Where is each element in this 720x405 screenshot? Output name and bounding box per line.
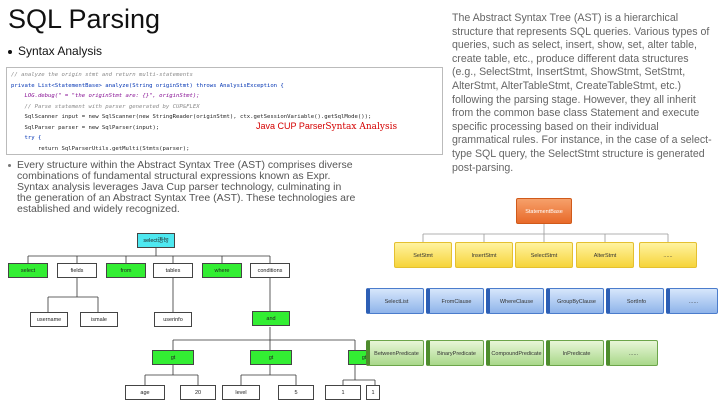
ast-leaf-1: 1 [366, 385, 380, 400]
class-node-alterstmt: AlterStmt [576, 242, 634, 268]
ast-node-username: username [30, 312, 68, 327]
class-node-selectstmt: SelectStmt [515, 242, 573, 268]
section-heading: Syntax Analysis [8, 44, 102, 58]
class-node-ellipsis: ...... [639, 242, 697, 268]
code-line-5: SqlScanner input = new SqlScanner(new St… [11, 114, 372, 120]
ast-leaf-1: 1 [325, 385, 361, 400]
class-node-setstmt: SetStmt [394, 242, 452, 268]
class-node-betweenpredicate: BetweenPredicate [366, 340, 424, 366]
ast-node-gt: gt [152, 350, 194, 365]
code-line-3: LOG.debug(" = "the originStmt are: {}", … [11, 93, 200, 99]
ast-node-ismale: ismale [80, 312, 118, 327]
ast-node-conditions: conditions [250, 263, 290, 278]
class-node-compoundpredicate: CompoundPredicate [486, 340, 544, 366]
class-node-fromclause: FromClause [426, 288, 484, 314]
ast-tree-connectors [27, 248, 376, 385]
ast-node-where: where [202, 263, 242, 278]
ast-node-and: and [252, 311, 290, 326]
ast-leaf-level: level [222, 385, 260, 400]
ast-root-node: select语句 [137, 233, 175, 248]
code-line-4: // Parse statement with parser generated… [11, 103, 200, 110]
class-node-insertstmt: InsertStmt [455, 242, 513, 268]
ast-node-userinfo: userinfo [154, 312, 192, 327]
slide-title: SQL Parsing [8, 4, 161, 34]
class-hierarchy-diagram: StatementBase SetStmt InsertStmt SelectS… [366, 190, 720, 405]
class-node-sortinfo: SortInfo [606, 288, 664, 314]
class-node-whereclause: WhereClause [486, 288, 544, 314]
ast-leaf-20: 20 [180, 385, 216, 400]
ast-node-select: select [8, 263, 48, 278]
bullet-icon [8, 49, 12, 54]
section-heading-label: Syntax Analysis [18, 44, 103, 58]
class-node-inpredicate: InPredicate [546, 340, 604, 366]
code-annotation: Java CUP ParserSyntax Analysis [256, 121, 397, 132]
class-node-statementbase: StatementBase [516, 198, 572, 224]
code-annotation-syntax: Syntax Analysis [325, 122, 398, 132]
code-annotation-parser: Java CUP Parser [256, 121, 326, 131]
code-line-1: // analyze the origin stmt and return mu… [11, 72, 193, 78]
ast-node-fields: fields [57, 263, 97, 278]
code-line-6: SqlParser parser = new SqlParser(input); [11, 124, 160, 131]
ast-leaf-age: age [125, 385, 165, 400]
code-block: // analyze the origin stmt and return mu… [6, 67, 443, 155]
class-hierarchy-connectors [422, 224, 669, 242]
ast-node-tables: tables [153, 263, 193, 278]
ast-explanation: The Abstract Syntax Tree (AST) is a hier… [452, 12, 712, 174]
description-text: Every structure within the Abstract Synt… [17, 159, 356, 215]
class-node-selectlist: SelectList [366, 288, 424, 314]
ast-leaf-5: 5 [278, 385, 314, 400]
class-node-binarypredicate: BinaryPredicate [426, 340, 484, 366]
code-line-7: try { [11, 135, 42, 141]
ast-node-from: from [106, 263, 146, 278]
code-line-8: return SqlParserUtils.getMulti(Stmts(par… [11, 145, 190, 152]
class-node-groupbyclause: GroupByClause [546, 288, 604, 314]
ast-tree-diagram: select语句 select fields from tables where… [0, 220, 380, 405]
class-node-ellipsis: ...... [606, 340, 658, 366]
description-bullet: Every structure within the Abstract Synt… [8, 160, 358, 215]
class-node-ellipsis: ...... [666, 288, 718, 314]
bullet-icon [8, 164, 11, 167]
ast-node-gt: gt [250, 350, 292, 365]
code-line-2: private List<StatementBase> analyze(Stri… [11, 82, 284, 89]
